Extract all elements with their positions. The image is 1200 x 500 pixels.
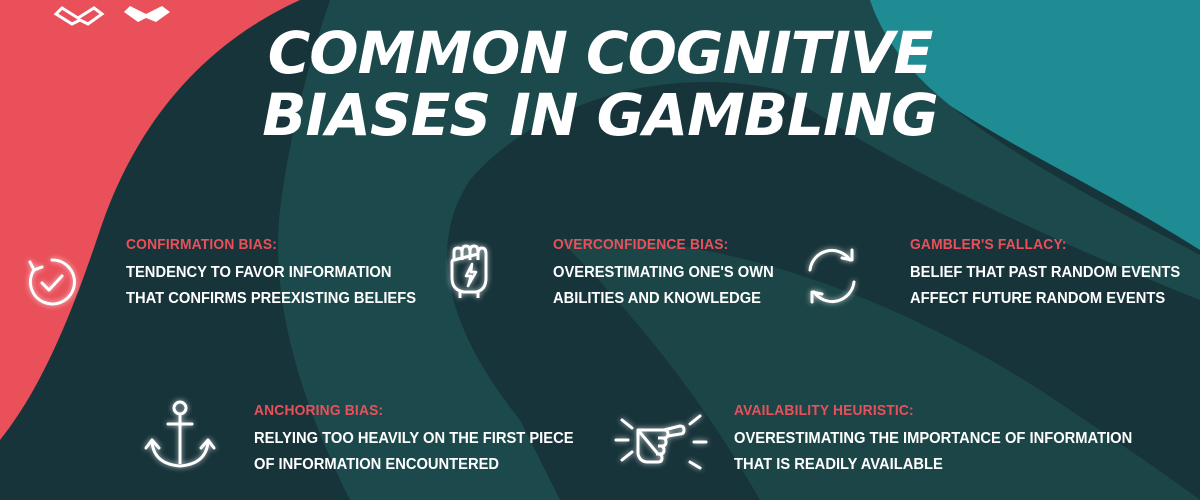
logo-mark xyxy=(53,6,170,26)
circular-check-icon xyxy=(28,258,76,306)
title-line-2: BIASES IN GAMBLING xyxy=(262,81,938,149)
bias-anchoring: ANCHORING BIAS: RELYING TOO HEAVILY ON T… xyxy=(140,400,574,492)
bias-description: TENDENCY TO FAVOR INFORMATION THAT CONFI… xyxy=(126,260,416,312)
bias-label: AVAILABILITY HEURISTIC: xyxy=(734,402,914,419)
bias-description-line-2: OF INFORMATION ENCOUNTERED xyxy=(254,456,500,473)
bias-availability-heuristic: AVAILABILITY HEURISTIC: OVERESTIMATING T… xyxy=(614,402,1144,492)
bias-overconfidence: OVERCONFIDENCE BIAS: OVERESTIMATING ONE'… xyxy=(440,236,780,326)
pointing-hand-icon xyxy=(614,414,708,470)
bias-label: OVERCONFIDENCE BIAS: xyxy=(553,236,729,253)
fist-lightning-icon xyxy=(450,244,488,298)
bias-gamblers-fallacy: GAMBLER'S FALLACY: BELIEF THAT PAST RAND… xyxy=(796,236,1186,326)
bias-description-line-2: ABILITIES AND KNOWLEDGE xyxy=(553,290,761,307)
bias-description-line-1: TENDENCY TO FAVOR INFORMATION xyxy=(126,264,392,281)
anchor-icon xyxy=(144,400,216,468)
bias-label: ANCHORING BIAS: xyxy=(254,402,384,419)
bias-description-line-1: OVERESTIMATING THE IMPORTANCE OF INFORMA… xyxy=(734,430,1133,447)
bias-description: OVERESTIMATING THE IMPORTANCE OF INFORMA… xyxy=(734,426,1132,478)
bias-description-line-2: THAT IS READILY AVAILABLE xyxy=(734,456,943,473)
bias-description-line-2: THAT CONFIRMS PREEXISTING BELIEFS xyxy=(126,290,417,307)
bias-description-line-1: OVERESTIMATING ONE'S OWN xyxy=(553,264,774,281)
bias-description-line-1: BELIEF THAT PAST RANDOM EVENTS xyxy=(910,264,1181,281)
cycle-arrows-icon xyxy=(808,248,856,304)
bias-description: BELIEF THAT PAST RANDOM EVENTS AFFECT FU… xyxy=(910,260,1180,312)
title-line-1: COMMON COGNITIVE xyxy=(267,19,934,87)
bias-description: OVERESTIMATING ONE'S OWN ABILITIES AND K… xyxy=(553,260,774,312)
page-title: COMMON COGNITIVE BIASES IN GAMBLING xyxy=(0,22,1200,146)
bias-label: GAMBLER'S FALLACY: xyxy=(910,236,1067,253)
bias-description: RELYING TOO HEAVILY ON THE FIRST PIECE O… xyxy=(254,426,574,478)
bias-description-line-2: AFFECT FUTURE RANDOM EVENTS xyxy=(910,290,1166,307)
bias-label: CONFIRMATION BIAS: xyxy=(126,236,278,253)
bias-confirmation: CONFIRMATION BIAS: TENDENCY TO FAVOR INF… xyxy=(20,236,440,326)
bias-description-line-1: RELYING TOO HEAVILY ON THE FIRST PIECE xyxy=(254,430,574,447)
